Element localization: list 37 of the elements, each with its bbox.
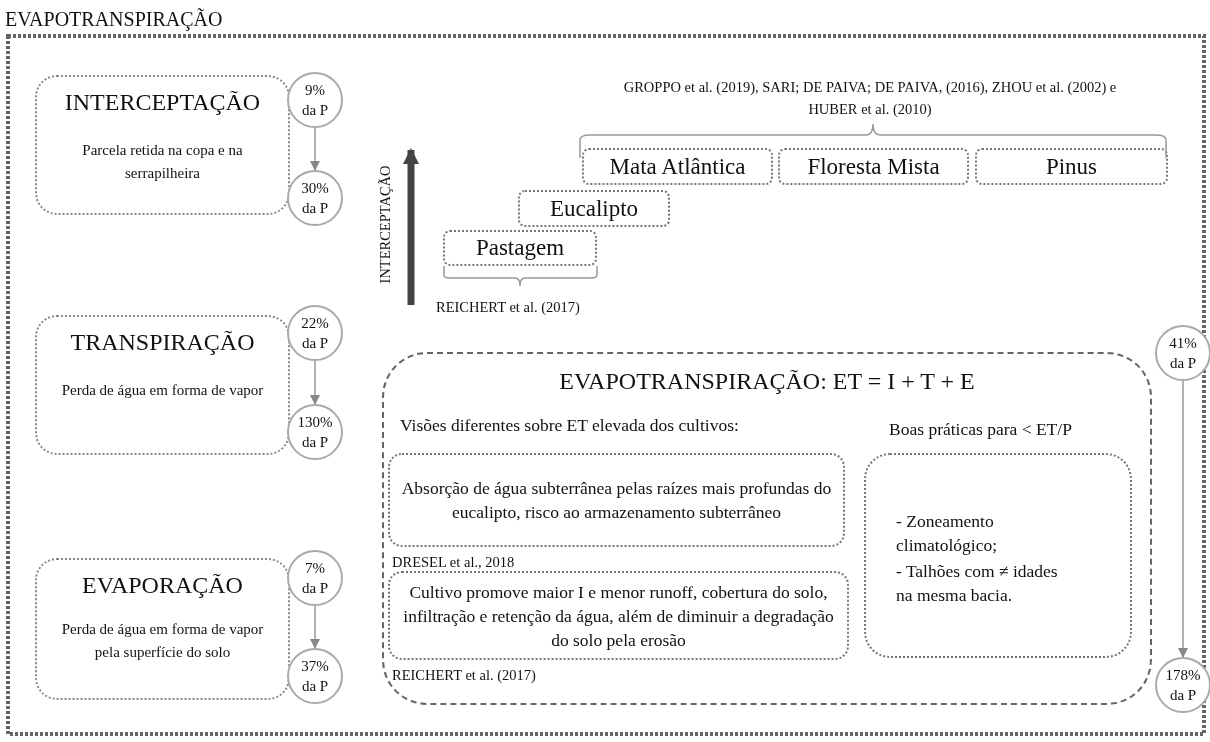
box-description: Perda de água em forma de vapor (60, 381, 265, 400)
evapotranspiration-panel (382, 352, 1152, 705)
citation: GROPPO et al. (2019), SARI; DE PAIVA; DE PAIVA, (2016), ZHOU et al. (2002) e HUBER et al. (2010) (622, 78, 1118, 119)
arrow (310, 127, 320, 171)
box-heading: EVAPORAÇÃO (81, 572, 244, 599)
percent-circle: 30% da P (287, 170, 343, 226)
list-item: - Talhões com ≠ idades na mesma bacia. (895, 560, 1059, 607)
arrow (310, 360, 320, 405)
text-box: Absorção de água subterrânea pelas raízes mais profundas do eucalipto, risco ao armazenamento subterrâneo (388, 453, 845, 547)
column-heading: Boas práticas para < ET/P (889, 419, 1072, 440)
citation: REICHERT et al. (2017) (392, 667, 536, 684)
diagram-title: EVAPOTRANSPIRAÇÃO (5, 8, 223, 31)
land-use-box: Eucalipto (518, 190, 670, 227)
box-description: Perda de água em forma de vapor pela superfície do solo (60, 620, 265, 662)
citation: DRESEL et al., 2018 (392, 554, 515, 571)
land-use-box: Floresta Mista (778, 148, 969, 185)
percent-circle: 7% da P (287, 550, 343, 606)
percent-circle: 178% da P (1155, 657, 1210, 713)
box-description: Parcela retida na copa e na serrapilheira (81, 141, 244, 183)
land-use-box: Mata Atlântica (582, 148, 773, 185)
percent-circle: 22% da P (287, 305, 343, 361)
box-heading: INTERCEPTAÇÃO (63, 89, 262, 116)
land-use-box: Pinus (975, 148, 1168, 185)
column-heading: Visões diferentes sobre ET elevada dos cultivos: (400, 415, 739, 436)
panel-title: EVAPOTRANSPIRAÇÃO: ET = I + T + E (558, 368, 976, 395)
citation: REICHERT et al. (2017) (436, 299, 580, 316)
arrow (310, 605, 320, 649)
axis-label: INTERCEPTAÇÃO (376, 164, 394, 286)
list-item: - Zoneamento climatológico; (895, 510, 999, 557)
percent-circle: 130% da P (287, 404, 343, 460)
percent-circle: 41% da P (1155, 325, 1210, 381)
land-use-box: Pastagem (443, 230, 597, 266)
arrow (1178, 380, 1188, 658)
text-box: Cultivo promove maior I e menor runoff, cobertura do solo, infiltração e retenção da água, além de diminuir a degradação do solo pela erosão (388, 571, 849, 660)
percent-circle: 9% da P (287, 72, 343, 128)
percent-circle: 37% da P (287, 648, 343, 704)
box-heading: TRANSPIRAÇÃO (69, 329, 256, 356)
